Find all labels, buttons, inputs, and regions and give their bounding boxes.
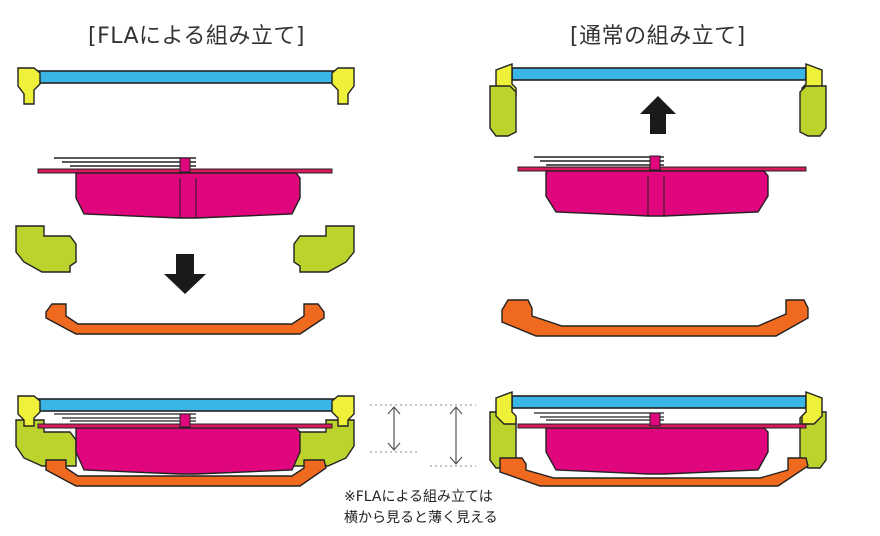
title-fla-assembly: [FLAによる組み立て] — [88, 24, 305, 49]
normal-assembled — [489, 390, 827, 487]
arrow-up-icon — [640, 96, 676, 134]
normal-lens-bezel — [495, 62, 823, 97]
arrow-down-icon — [164, 254, 206, 294]
fla-base-plate — [45, 303, 325, 335]
fla-assembled — [15, 395, 355, 487]
note-line-2: 横から見ると薄く見える — [344, 510, 498, 526]
normal-led-chip-assembly — [517, 155, 807, 217]
fla-side-brackets — [15, 225, 355, 273]
fla-led-chip-assembly — [37, 157, 333, 219]
title-normal-assembly: [通常の組み立て] — [570, 24, 746, 49]
fla-lens-bezel — [17, 67, 355, 105]
normal-base-plate — [501, 299, 809, 337]
double-arrow-vertical-icon — [370, 404, 476, 467]
normal-side-brackets — [489, 85, 827, 137]
note-line-1: ※FLAによる組み立ては — [344, 489, 493, 505]
